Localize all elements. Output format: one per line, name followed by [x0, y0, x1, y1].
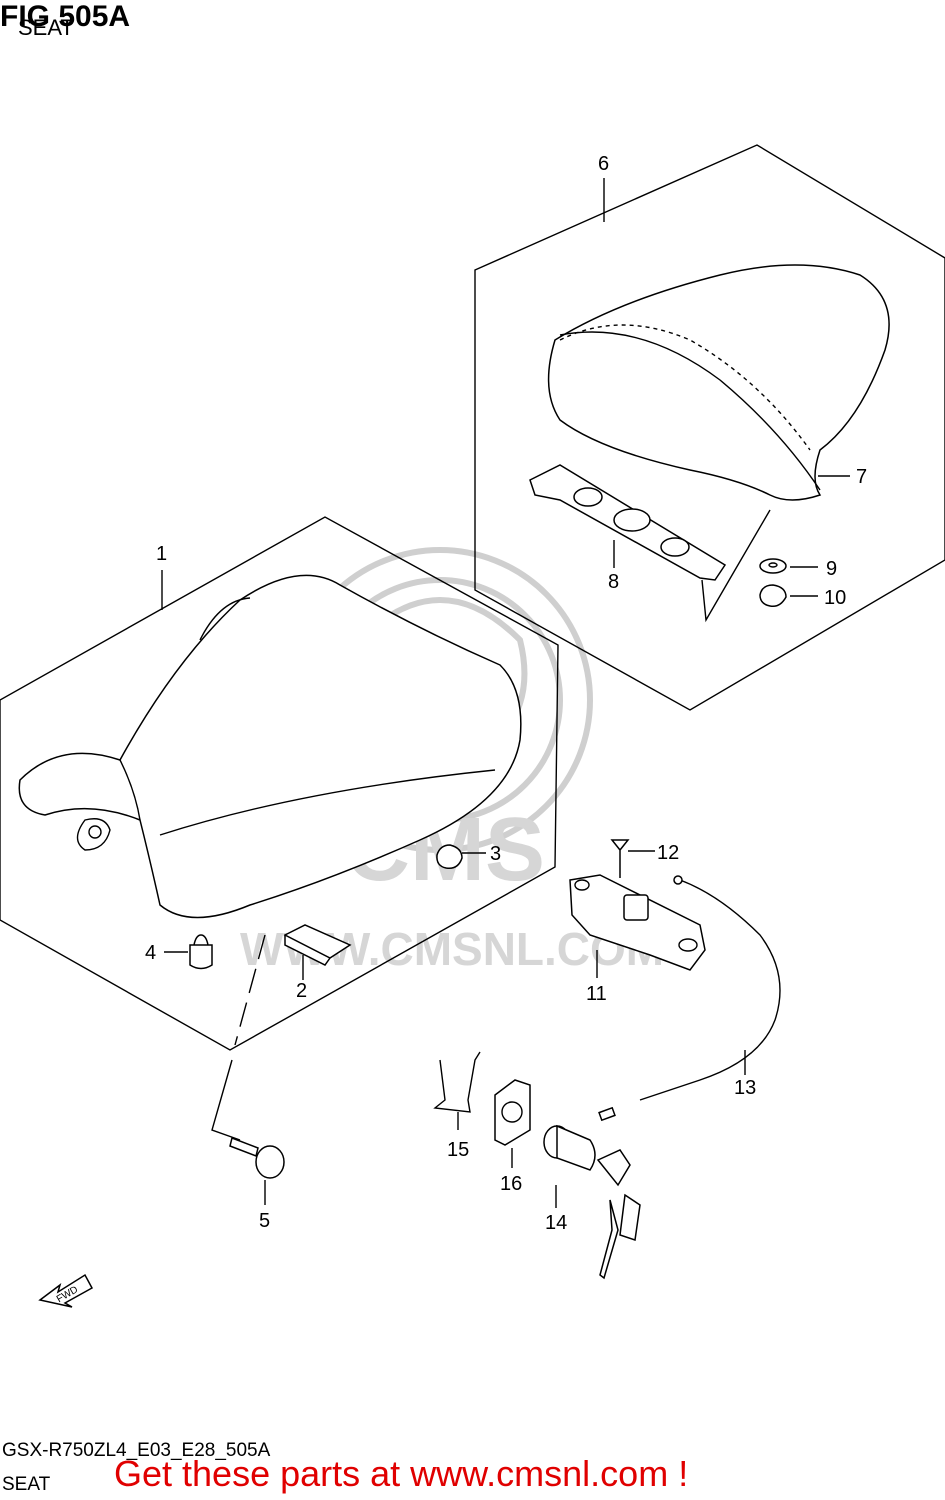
callout-10: 10 — [824, 587, 846, 609]
part-2-pad — [283, 924, 352, 966]
figure-title: FIG 505A — [0, 0, 131, 33]
figure-subtitle: SEAT — [18, 15, 74, 40]
part-4-bushing — [189, 934, 213, 970]
section-name: SEAT — [2, 1474, 51, 1495]
rider-seat-boundary — [0, 516, 559, 1051]
model-code: GSX-R750ZL4_E03_E28_505A — [2, 1440, 271, 1461]
callout-8: 8 — [608, 571, 619, 593]
lock-assembly — [433, 839, 781, 1280]
part-10-nut — [759, 584, 787, 608]
part-11-latch — [569, 874, 706, 971]
part-13-cable — [639, 879, 781, 1101]
part-3-nut — [436, 844, 463, 870]
callout-7: 7 — [856, 466, 867, 488]
callout-13: 13 — [734, 1077, 756, 1099]
callout-6: 6 — [598, 153, 609, 175]
callout-12: 12 — [657, 842, 679, 864]
callout-5: 5 — [259, 1210, 270, 1232]
fwd-arrow: FWD — [38, 1273, 94, 1308]
promo-link[interactable]: Get these parts at www.cmsnl.com ! — [114, 1453, 689, 1494]
part-9-washer — [759, 558, 787, 574]
rider-seat — [18, 574, 522, 919]
callout-4: 4 — [145, 942, 156, 964]
callout-15: 15 — [447, 1139, 469, 1161]
rider-seat-group — [0, 516, 559, 1205]
callout-1: 1 — [156, 543, 167, 565]
pillion-seat — [547, 264, 890, 501]
pillion-seat-boundary — [474, 144, 945, 711]
part-16-bracket — [494, 1079, 531, 1146]
part-15-clip — [433, 1051, 481, 1113]
callout-2: 2 — [296, 980, 307, 1002]
callout-16: 16 — [500, 1173, 522, 1195]
callout-3: 3 — [490, 843, 501, 865]
part-5-bolt — [229, 1136, 259, 1158]
part-12-screw — [610, 839, 630, 878]
callout-14: 14 — [545, 1212, 567, 1234]
callout-11: 11 — [586, 983, 607, 1005]
callout-9: 9 — [826, 558, 837, 580]
pillion-seat-group — [474, 144, 945, 711]
